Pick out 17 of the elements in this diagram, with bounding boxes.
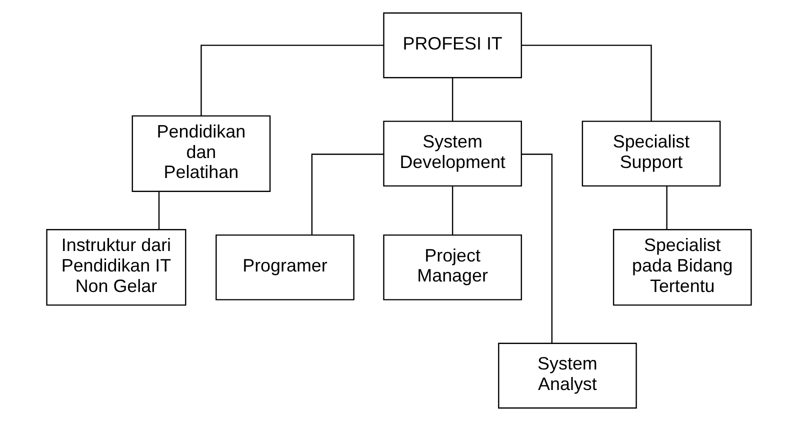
connector <box>522 154 553 343</box>
node-box: Specialist pada Bidang Tertentu <box>612 229 752 306</box>
node-box: Project Manager <box>383 234 522 300</box>
connector <box>666 186 668 230</box>
node-box: System Development <box>383 120 522 187</box>
connector <box>452 186 454 235</box>
node-box: Pendidikan dan Pelatihan <box>132 115 271 192</box>
connector <box>158 192 160 230</box>
node-box: Programer <box>216 234 354 300</box>
connector <box>452 78 454 122</box>
connector <box>522 44 652 122</box>
connector <box>311 154 384 235</box>
node-box: Instruktur dari Pendidikan IT Non Gelar <box>46 229 186 306</box>
node-box: PROFESI IT <box>383 12 522 78</box>
connector <box>200 44 384 116</box>
node-box: Specialist Support <box>582 120 721 187</box>
node-box: System Analyst <box>498 342 637 409</box>
